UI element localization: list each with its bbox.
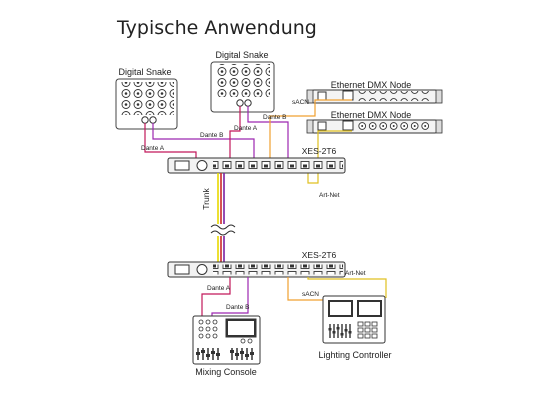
cable-dante-a-left [144, 123, 197, 158]
dmx-node-2 [306, 119, 443, 134]
cable-artnet-top [307, 130, 352, 184]
mixing-console [192, 315, 261, 365]
cable-label-dante-b-bottom: Dante B [226, 304, 250, 311]
cable-sacn-top [269, 99, 352, 158]
cable-dante-a-right [229, 106, 241, 158]
cable-label-dante-a-left: Dante A [141, 145, 165, 152]
cable-label-dante-a-right: Dante A [234, 125, 258, 132]
cable-label-dante-a-bottom: Dante A [207, 285, 231, 292]
cable-label-sacn-bottom: sACN [302, 291, 319, 298]
page-title: Typische Anwendung [117, 17, 317, 39]
xes-bottom-label: XES-2T6 [302, 250, 337, 260]
xes-top [167, 157, 346, 174]
xes-bottom [167, 261, 346, 278]
cable-label-artnet-top: Art-Net [319, 192, 340, 199]
cable-label-artnet-bottom: Art-Net [345, 270, 366, 277]
cable-label-sacn-top: sACN [292, 99, 309, 106]
lighting-controller [322, 295, 386, 344]
cable-dante-a-bottom [201, 277, 231, 318]
snake-left-label: Digital Snake [118, 67, 171, 77]
cable-label-dante-b-right: Dante B [263, 114, 287, 121]
snake-right [210, 61, 275, 113]
cables-top [144, 99, 352, 184]
cable-dante-b-left [152, 123, 255, 158]
dmx-node-1 [306, 89, 443, 104]
trunk-cable [210, 173, 236, 262]
cable-dante-b-right [247, 106, 289, 158]
cable-artnet-bottom [307, 277, 387, 298]
dmx-node-1-label: Ethernet DMX Node [331, 80, 412, 90]
xes-top-label: XES-2T6 [302, 146, 337, 156]
mixing-console-label: Mixing Console [195, 367, 257, 377]
dmx-node-2-label: Ethernet DMX Node [331, 110, 412, 120]
snake-right-label: Digital Snake [215, 50, 268, 60]
snake-left [115, 78, 178, 130]
cable-label-dante-b-left: Dante B [200, 132, 224, 139]
trunk-label: Trunk [201, 188, 211, 210]
lighting-controller-label: Lighting Controller [318, 350, 391, 360]
